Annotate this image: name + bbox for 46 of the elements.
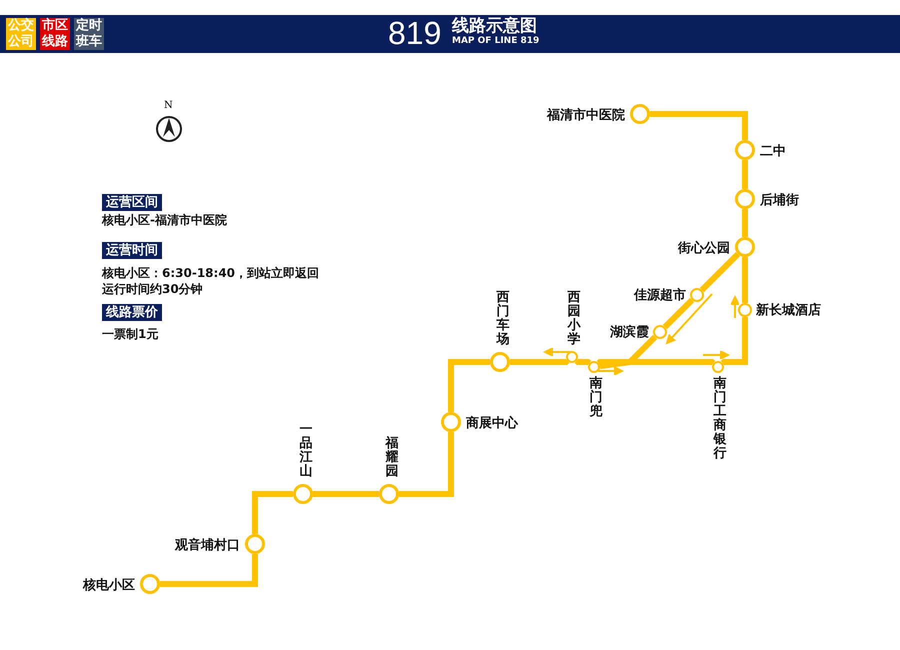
route-line — [510, 358, 570, 365]
section-heading: 线路票价 — [102, 304, 162, 321]
stop-name: 二中 — [760, 145, 786, 159]
stop-name: 新长城酒店 — [756, 304, 821, 318]
route-line — [700, 252, 740, 292]
stop-name: 福清市中医院 — [547, 109, 625, 123]
stop-name: 街心公园 — [678, 242, 730, 256]
route-line — [650, 111, 748, 140]
north-label: N — [164, 100, 173, 111]
route-line — [742, 160, 748, 189]
route-line — [160, 554, 258, 587]
info-text: 一票制1元 — [102, 326, 158, 343]
info-text: 核电小区：6:30-18:40，到站立即返回 — [102, 265, 320, 282]
route-line — [252, 491, 293, 534]
stop-name: 商展中心 — [466, 417, 518, 431]
stop-name: 西园小学 — [567, 291, 581, 347]
stop-name: 南门兜 — [589, 377, 603, 419]
stop-name: 佳源超市 — [634, 289, 686, 303]
route-line — [399, 432, 454, 497]
route-line — [662, 298, 694, 330]
stop-name: 核电小区 — [83, 579, 135, 593]
badge: 定时班车 — [74, 18, 104, 50]
stop-name: 观音埔村口 — [175, 539, 240, 553]
route-line — [742, 257, 748, 303]
stop-name: 一品江山 — [299, 423, 313, 479]
title: 线路示意图 — [452, 16, 537, 36]
route-line — [313, 491, 379, 497]
badge: 公交公司 — [6, 18, 36, 50]
info-text: 运行时间约30分钟 — [102, 281, 203, 298]
section-heading: 运营时间 — [102, 242, 162, 259]
route-line — [574, 358, 592, 366]
route-line — [720, 317, 748, 366]
route-line — [600, 334, 658, 370]
route-line — [742, 209, 748, 237]
route-line — [448, 359, 490, 412]
route-line — [596, 359, 716, 366]
line-number: 819 — [388, 14, 442, 52]
info-text: 核电小区-福清市中医院 — [102, 212, 227, 229]
subtitle: MAP OF LINE 819 — [452, 36, 540, 47]
stop-name: 西门车场 — [496, 291, 510, 347]
badge: 市区线路 — [40, 18, 70, 50]
section-heading: 运营区间 — [102, 194, 162, 211]
stop-name: 后埔街 — [760, 194, 799, 208]
stop-name: 南门工商银行 — [713, 377, 727, 461]
stop-name: 湖滨霞 — [610, 326, 649, 340]
stop-name: 福耀园 — [385, 437, 399, 479]
